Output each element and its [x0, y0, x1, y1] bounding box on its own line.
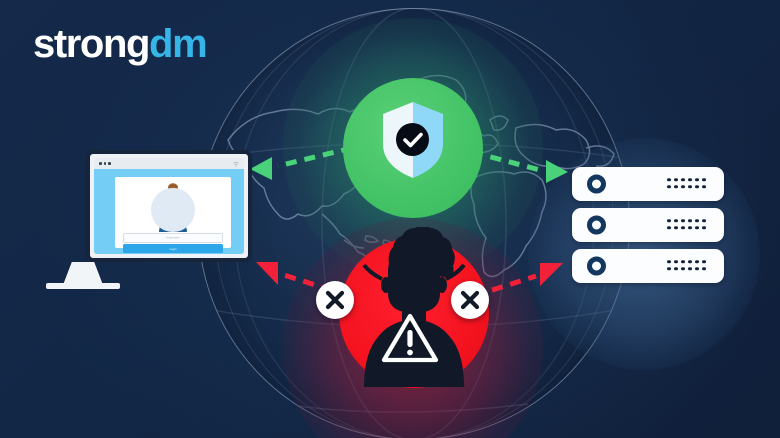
monitor-body: Username Login f t in g: [86, 150, 252, 262]
username-placeholder: Username: [166, 236, 180, 240]
brand-logo-primary: strong: [33, 22, 150, 66]
power-ring-icon: [587, 215, 606, 235]
server-unit-3[interactable]: [572, 249, 724, 283]
power-ring-icon: [587, 174, 606, 194]
check-icon: [403, 132, 423, 148]
login-button[interactable]: Login: [123, 244, 223, 253]
power-ring-icon: [587, 256, 606, 276]
warning-triangle-icon: [381, 313, 439, 363]
server-ports: [667, 260, 707, 272]
server-ports: [667, 178, 707, 190]
avatar-background: [151, 188, 195, 232]
login-button-label: Login: [169, 246, 177, 251]
wifi-icon: [233, 161, 239, 167]
block-badge-left: [316, 281, 354, 319]
browser-viewport: Username Login f t in g: [94, 169, 244, 254]
login-card: Username Login f t in g: [115, 177, 231, 253]
browser-titlebar: [94, 158, 244, 169]
username-input[interactable]: Username: [123, 233, 223, 243]
brand-logo-secondary: dm: [149, 22, 208, 66]
x-mark-icon: [325, 290, 345, 310]
window-dot[interactable]: [108, 162, 111, 165]
server-unit-2[interactable]: [572, 208, 724, 242]
window-dot[interactable]: [99, 162, 102, 165]
hacker-silhouette-icon: [362, 227, 466, 387]
avatar: [148, 182, 198, 232]
window-controls[interactable]: [99, 162, 111, 165]
monitor-stand-base: [46, 283, 120, 289]
server-ports: [667, 219, 707, 231]
window-dot[interactable]: [103, 162, 107, 165]
server-stack: [572, 167, 724, 290]
brand-logo[interactable]: strongdm: [33, 22, 208, 66]
monitor-stand-neck: [63, 262, 103, 285]
client-monitor: Username Login f t in g: [86, 150, 252, 262]
server-unit-1[interactable]: [572, 167, 724, 201]
block-badge-right: [451, 281, 489, 319]
check-badge: [396, 123, 429, 156]
x-mark-icon: [460, 290, 480, 310]
